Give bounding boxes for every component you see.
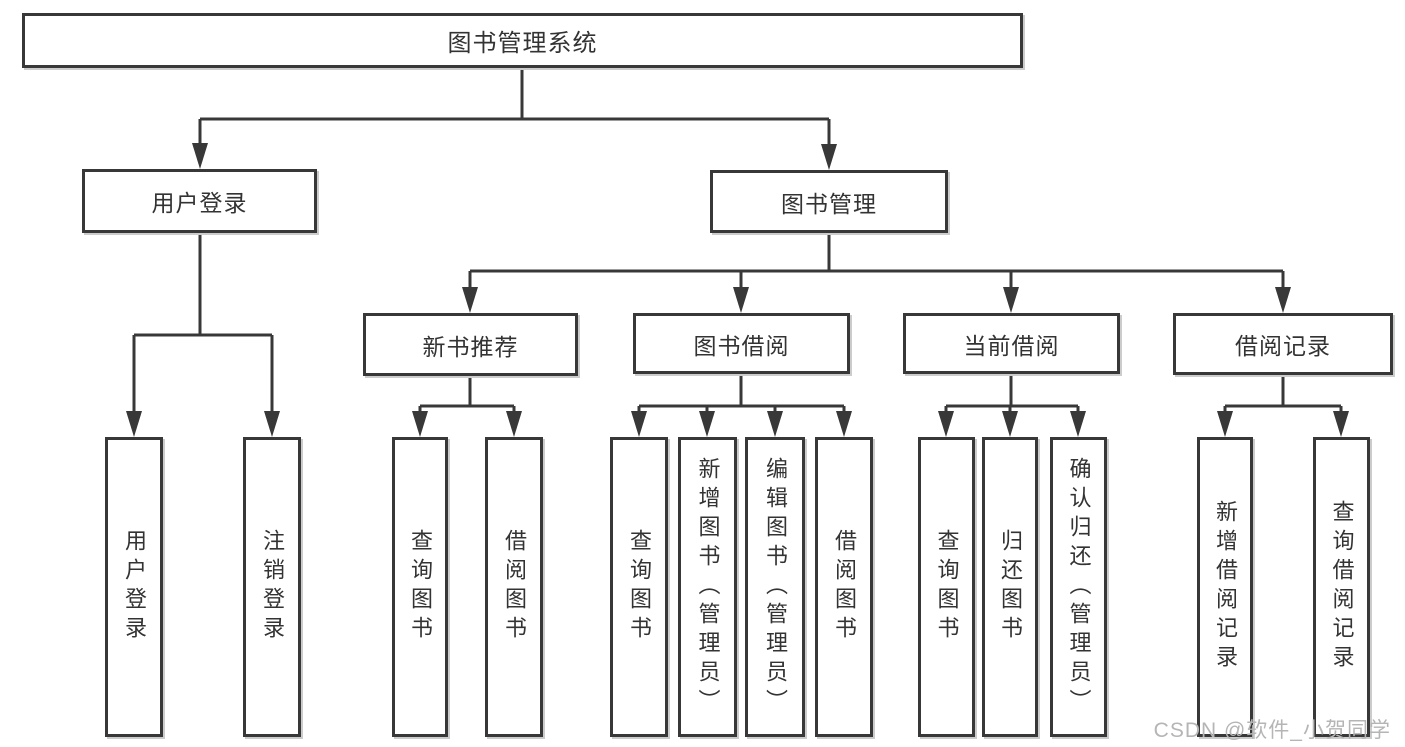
leaf-query-books-borrowing: 查询图书 (610, 437, 668, 737)
leaf-user-login: 用户登录 (105, 437, 163, 737)
leaf-query-books-current: 查询图书 (918, 437, 975, 737)
node-book-management: 图书管理 (710, 170, 948, 233)
leaf-confirm-return-admin: 确认归还（管理员） (1050, 437, 1107, 737)
leaf-add-books-admin: 新增图书（管理员） (678, 437, 737, 737)
node-library-system: 图书管理系统 (22, 13, 1023, 68)
node-borrowing-records: 借阅记录 (1173, 313, 1393, 375)
leaf-return-books: 归还图书 (982, 437, 1038, 737)
leaf-borrow-books-borrowing: 借阅图书 (815, 437, 873, 737)
leaf-borrow-books-recommend: 借阅图书 (485, 437, 543, 737)
watermark: CSDN @软件_小贺同学 (1153, 719, 1391, 742)
leaf-edit-books-admin: 编辑图书（管理员） (745, 437, 805, 737)
leaf-add-borrow-record: 新增借阅记录 (1197, 437, 1253, 737)
leaf-logout: 注销登录 (243, 437, 301, 737)
leaf-query-borrow-record: 查询借阅记录 (1313, 437, 1370, 737)
node-book-borrowing: 图书借阅 (633, 313, 850, 374)
node-current-borrowing: 当前借阅 (903, 313, 1120, 374)
node-user-login: 用户登录 (82, 169, 317, 233)
leaf-query-books-recommend: 查询图书 (392, 437, 448, 737)
node-new-book-recommend: 新书推荐 (363, 313, 578, 376)
